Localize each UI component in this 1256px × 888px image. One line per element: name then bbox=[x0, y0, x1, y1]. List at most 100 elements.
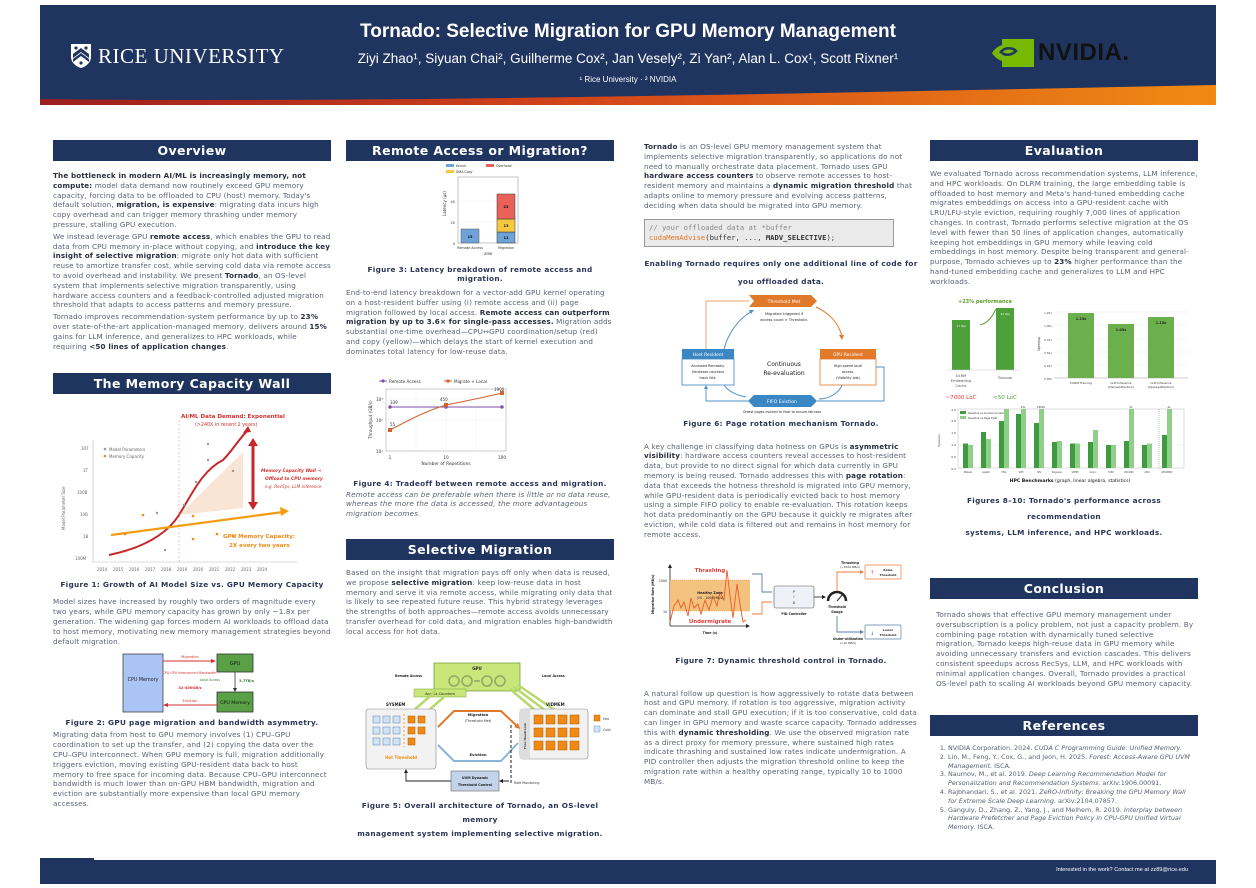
svg-text:~7000 LoC: ~7000 LoC bbox=[945, 395, 976, 401]
svg-text:P: P bbox=[793, 590, 795, 594]
svg-text:Memory Capacity Wall →: Memory Capacity Wall → bbox=[261, 468, 321, 474]
code-end: ); bbox=[826, 232, 836, 242]
svg-text:Remote Access: Remote Access bbox=[457, 246, 483, 250]
code-comment: // your offloaded data at *buffer bbox=[649, 222, 792, 232]
svg-text:DLRM: DLRM bbox=[956, 374, 966, 378]
cpu-memory-box bbox=[122, 653, 164, 713]
svg-text:Cache: Cache bbox=[955, 384, 967, 388]
figure-2-caption: Figure 2: GPU page migration and bandwid… bbox=[65, 718, 319, 728]
rice-logo-text: RICE UNIVERSITY bbox=[98, 43, 285, 68]
text: that adapts online to memory pressure an… bbox=[644, 181, 913, 210]
svg-text:1B: 1B bbox=[83, 534, 89, 539]
caption-line: Enabling Tornado requires only one addit… bbox=[644, 258, 918, 268]
svg-text:0.75x: 0.75x bbox=[1044, 338, 1052, 342]
remote-access-paragraph: End-to-end latency breakdown for a vecto… bbox=[346, 288, 614, 357]
caption-line: you offloaded data. bbox=[737, 276, 825, 286]
svg-text:DLRM Training: DLRM Training bbox=[1070, 381, 1092, 385]
figure-8-9-speedup-charts: +23% performance 17 it/s 21 it/s DLRM Em… bbox=[945, 299, 1188, 401]
svg-text:<50 LoC: <50 LoC bbox=[993, 395, 1017, 401]
figure-1-caption: Figure 1: Growth of AI Model Size vs. GP… bbox=[60, 580, 324, 590]
footer-tab bbox=[40, 858, 94, 884]
svg-text:Threshold: Threshold bbox=[880, 633, 897, 637]
svg-text:Gram-: Gram- bbox=[1090, 471, 1097, 474]
text: gains for LLM inference, and generalizes… bbox=[53, 331, 297, 351]
figure-10-hpc-benchmarks-chart: 0.00.51.01.52.02.5 Speedup Speedup vs Ac… bbox=[937, 405, 1185, 484]
text: : migrate only hot data with sufficient … bbox=[53, 251, 331, 280]
svg-text:2019: 2019 bbox=[177, 567, 188, 572]
svg-text:2MB: 2MB bbox=[484, 251, 493, 256]
svg-text:ATAX: ATAX bbox=[1144, 471, 1150, 474]
svg-text:GEMM: GEMM bbox=[1072, 471, 1079, 474]
svg-text:17 it/s: 17 it/s bbox=[956, 324, 966, 328]
figure-5-architecture-diagram: GPU Access Counters Remote Access Local … bbox=[365, 662, 611, 791]
svg-text:100M: 100M bbox=[75, 556, 87, 561]
text: Based on the insight that migration pays… bbox=[346, 567, 610, 587]
reference-item: Lin, M., Feng, Y., Cox, G., and Jeon, H.… bbox=[948, 753, 1194, 771]
svg-text:10²: 10² bbox=[376, 418, 383, 423]
section-heading-selective-migration: Selective Migration bbox=[346, 538, 614, 560]
svg-text:(DenseAttention): (DenseAttention) bbox=[1108, 385, 1134, 389]
text: higher performance than the hand-tuned e… bbox=[930, 257, 1183, 286]
svg-text:UVM Dynamic: UVM Dynamic bbox=[462, 776, 488, 780]
svg-text:2014: 2014 bbox=[97, 567, 108, 572]
svg-text:SPS: SPS bbox=[1037, 471, 1042, 474]
svg-text:100: 100 bbox=[498, 455, 506, 460]
svg-text:Logistic: Logistic bbox=[982, 471, 991, 474]
svg-text:Migration: Migration bbox=[498, 246, 514, 250]
svg-text:1.00x: 1.00x bbox=[1044, 324, 1052, 328]
svg-text:2X every two years: 2X every two years bbox=[229, 543, 290, 549]
text: . bbox=[226, 341, 229, 351]
svg-text:2023: 2023 bbox=[241, 567, 252, 572]
svg-text:32-450GB/s: 32-450GB/s bbox=[178, 686, 201, 690]
svg-text:Remote Access: Remote Access bbox=[389, 379, 421, 384]
text: End-to-end latency breakdown for a vecto… bbox=[346, 288, 605, 317]
svg-text:2DCONV: 2DCONV bbox=[1124, 471, 1134, 474]
svg-text:4x: 4x bbox=[1167, 405, 1171, 409]
figure-4-note: Remote access can be preferable when the… bbox=[346, 489, 611, 519]
svg-text:2017: 2017 bbox=[145, 567, 156, 572]
dynamic-thresholding-paragraph: A natural follow up question is how aggr… bbox=[644, 689, 918, 787]
section-heading-evaluation: Evaluation bbox=[930, 140, 1198, 161]
svg-text:Threshold Control: Threshold Control bbox=[458, 783, 492, 787]
text-bold: introduce the key insight of selective m… bbox=[53, 241, 331, 261]
svg-text:Rate Monitoring: Rate Monitoring bbox=[514, 781, 539, 785]
text-bold: dynamic migration threshold bbox=[772, 181, 895, 191]
svg-text:Access Counters: Access Counters bbox=[425, 692, 455, 696]
svg-text:SYSMEM: SYSMEM bbox=[386, 702, 405, 707]
svg-text:(>240X in recent 2 years): (>240X in recent 2 years) bbox=[195, 422, 257, 428]
svg-text:Speedup: Speedup bbox=[937, 433, 941, 446]
svg-text:0.25x: 0.25x bbox=[1044, 364, 1052, 368]
svg-text:2022: 2022 bbox=[225, 567, 236, 572]
nvidia-logo-text: NVIDIA. bbox=[1038, 39, 1130, 66]
svg-text:GPU Memory Capacity:: GPU Memory Capacity: bbox=[223, 534, 295, 540]
references-list: NVIDIA Corporation. 2024. CUDA C Program… bbox=[936, 744, 1194, 832]
text-bold: 23% bbox=[300, 312, 319, 322]
text-bold: Tornado bbox=[644, 142, 678, 151]
text: A natural follow up question is how aggr… bbox=[644, 688, 917, 737]
svg-text:Threshold: Threshold bbox=[828, 605, 847, 609]
svg-text:(SparseAttention): (SparseAttention) bbox=[1148, 385, 1174, 389]
svg-text:track hits.: track hits. bbox=[700, 376, 717, 380]
svg-text:450: 450 bbox=[440, 397, 448, 402]
svg-text:Remote Access: Remote Access bbox=[395, 674, 422, 678]
caption-line: management system implementing selective… bbox=[357, 828, 603, 838]
svg-text:2.5: 2.5 bbox=[951, 408, 956, 412]
svg-text:Re-evaluation: Re-evaluation bbox=[763, 370, 805, 377]
svg-text:I: I bbox=[794, 595, 795, 599]
svg-text:Threshold: Threshold bbox=[880, 573, 897, 577]
svg-text:access.: access. bbox=[842, 370, 855, 374]
code-args: (buffer, ..., bbox=[705, 232, 766, 242]
svg-text:GPU Memory: GPU Memory bbox=[220, 700, 250, 706]
svg-text:CPU Memory: CPU Memory bbox=[128, 677, 159, 683]
svg-text:Embedding: Embedding bbox=[951, 379, 971, 383]
text-bold: 15% bbox=[309, 321, 328, 331]
svg-text:Kernel: Kernel bbox=[456, 164, 466, 168]
svg-text:0: 0 bbox=[453, 242, 455, 246]
svg-text:10: 10 bbox=[663, 610, 667, 614]
section-heading-overview: Overview bbox=[53, 140, 331, 161]
svg-text:Speedup vs Access Counter: Speedup vs Access Counter bbox=[968, 411, 1005, 415]
svg-text:Cold: Cold bbox=[603, 728, 611, 732]
svg-text:2018: 2018 bbox=[161, 567, 172, 572]
reference-item: Ganguly, D., Zhang, Z., Yang, J., and Me… bbox=[948, 806, 1194, 832]
